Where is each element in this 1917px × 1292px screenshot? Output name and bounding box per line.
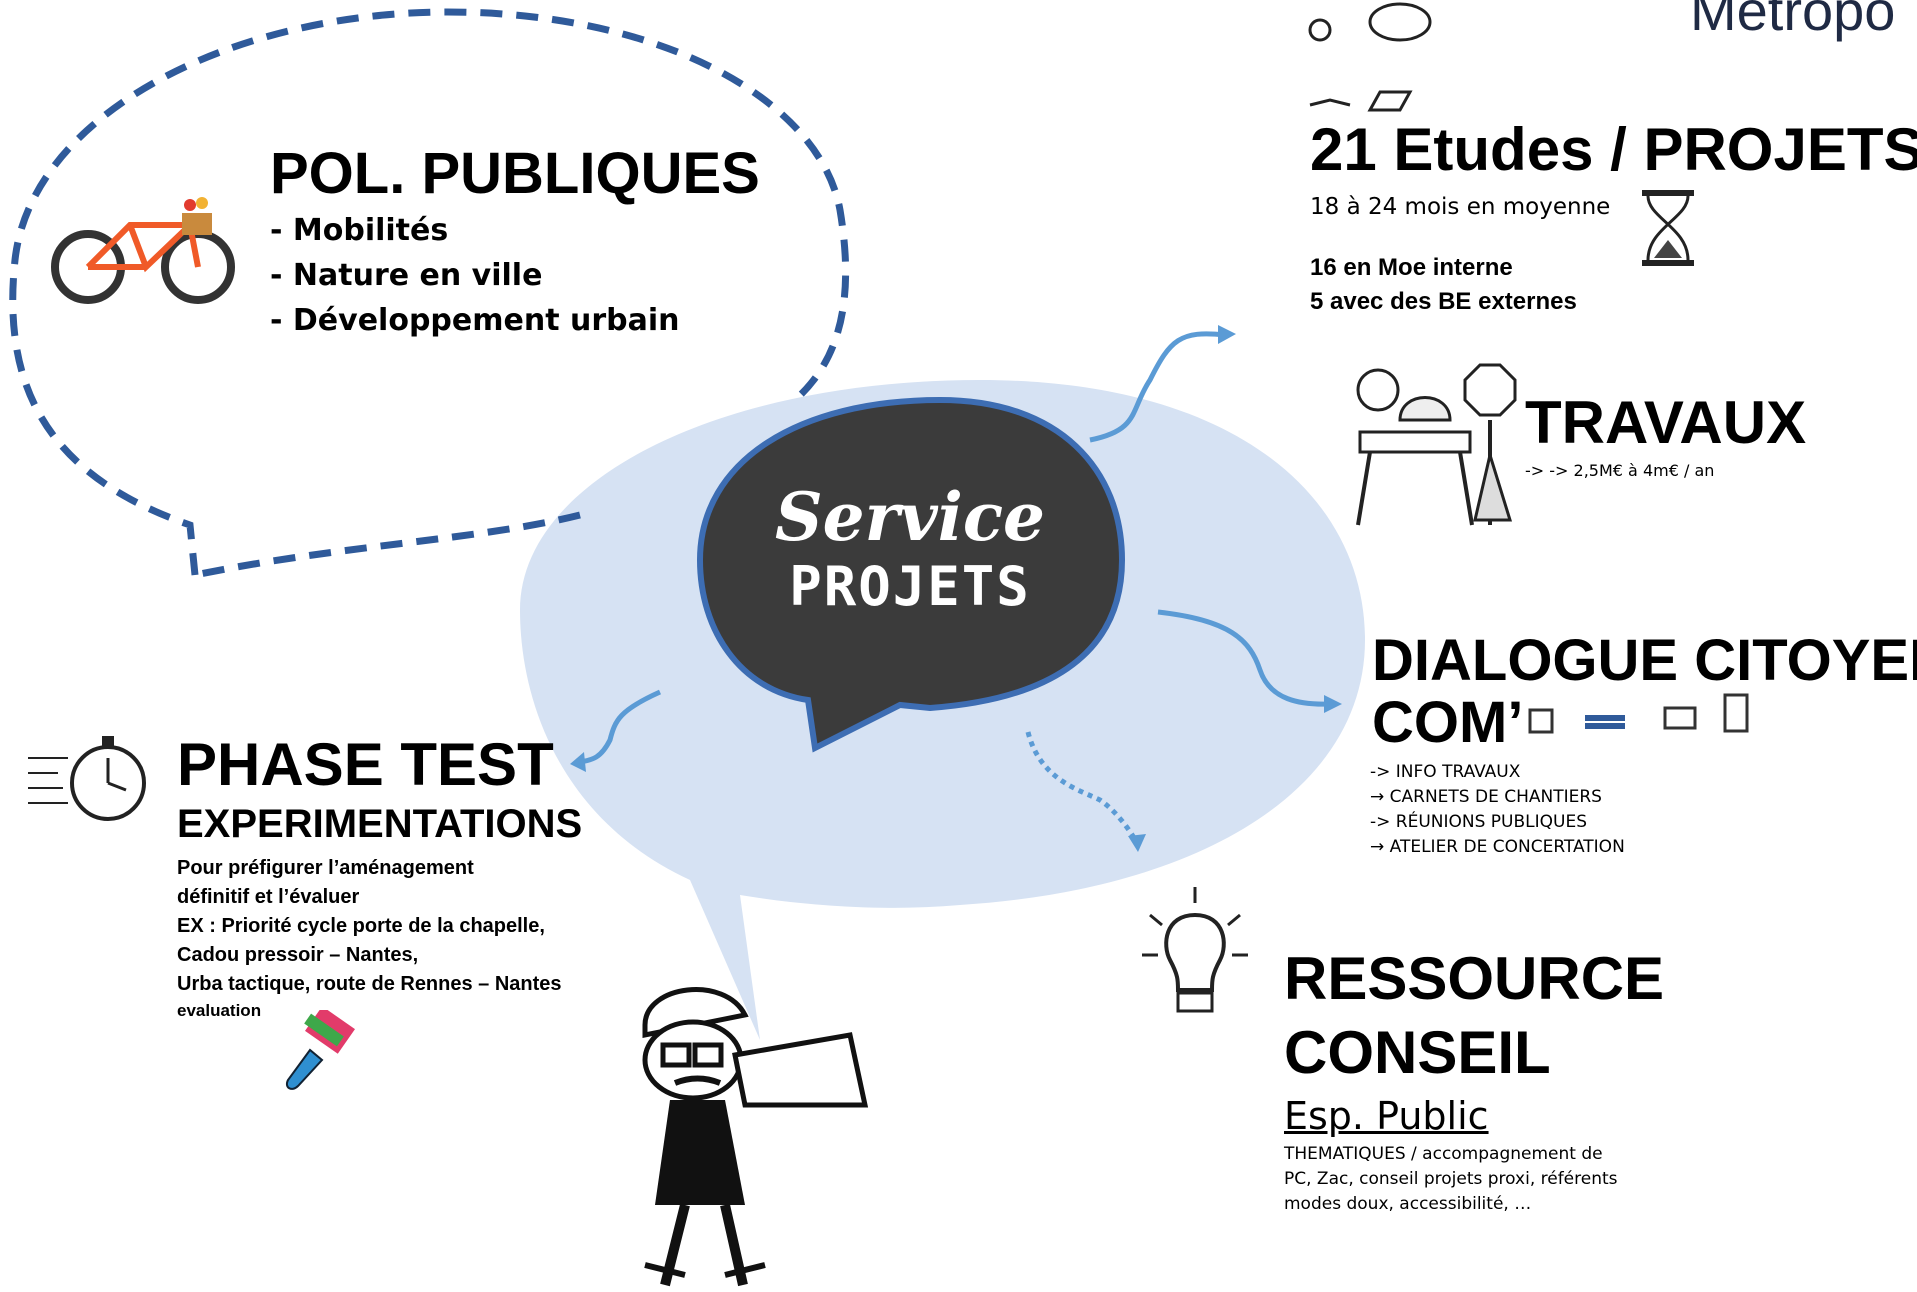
phase-test-line-2: définitif et l’évaluer [177,886,360,908]
metropole-logo-text: Métropo [1690,0,1896,42]
arrowhead-ressource [1128,834,1146,852]
dialogue-item-3: -> RÉUNIONS PUBLIQUES [1370,812,1587,832]
phase-test-subtitle: EXPERIMENTATIONS [177,802,583,846]
travaux-title: TRAVAUX [1525,389,1807,456]
lightbulb-icon [1142,887,1248,1013]
etudes-line-2: 5 avec des BE externes [1310,288,1577,315]
arrow-to-ressource [1025,731,1138,842]
center-title-line1: Service [774,478,1046,556]
pol-publiques-bubble [9,8,850,579]
dialogue-item-4: → ATELIER DE CONCERTATION [1370,837,1625,857]
dialogue-item-1: -> INFO TRAVAUX [1370,762,1521,782]
phase-test-line-6: evaluation [177,1001,262,1020]
ressource-subtitle: Esp. Public [1284,1094,1489,1138]
center-title: Service PROJETS [740,482,1080,622]
roadworks-icon [1356,363,1517,526]
phase-test-line-5: Urba tactique, route de Rennes – Nantes [177,973,562,995]
travaux-subtitle: -> -> 2,5M€ à 4m€ / an [1525,461,1715,480]
dialogue-item-2: → CARNETS DE CHANTIERS [1370,787,1602,807]
arrowhead-phase-test [570,752,586,772]
dialogue-list: -> INFO TRAVAUX → CARNETS DE CHANTIERS -… [1370,760,1625,860]
engineer-illustration [642,987,869,1287]
pol-publiques-item-3: - Développement urbain [270,303,680,338]
hourglass-icon [1642,190,1694,266]
etudes-line-1: 16 en Moe interne [1310,254,1513,281]
travaux-section: TRAVAUX -> -> 2,5M€ à 4m€ / an [1525,388,1806,483]
etudes-subtitle: 18 à 24 mois en moyenne [1310,194,1611,220]
pol-publiques-title: POL. PUBLIQUES [270,141,760,206]
arrow-to-phase-test [579,689,662,765]
phase-test-line-4: Cadou pressoir – Nantes, [177,944,419,966]
ressource-section: RESSOURCE CONSEIL Esp. Public THEMATIQUE… [1284,942,1664,1217]
phase-test-line-1: Pour préfigurer l’aménagement [177,857,474,879]
arrow-heads [570,325,1342,852]
dialogue-section: DIALOGUE CITOYEN COM’ [1372,630,1917,754]
arrow-to-dialogue [1157,609,1331,707]
etudes-section: 21 Etudes / PROJETS 18 à 24 mois en moye… [1310,115,1917,319]
ressource-title-2: CONSEIL [1284,1019,1551,1086]
arrow-to-etudes [1089,331,1226,443]
paintbrush-icon [286,1010,355,1090]
dialogue-title-1: DIALOGUE CITOYEN [1372,628,1917,693]
ressource-line-2: PC, Zac, conseil projets proxi, référent… [1284,1169,1618,1189]
pol-publiques-section: POL. PUBLIQUES - Mobilités - Nature en v… [270,140,760,343]
ressource-line-1: THEMATIQUES / accompagnement de [1284,1144,1603,1164]
pol-publiques-item-1: - Mobilités [270,213,449,248]
etudes-title: 21 Etudes / PROJETS [1310,116,1917,183]
office-supplies-icons [1528,693,1749,734]
arrowhead-etudes [1218,325,1236,344]
phase-test-title: PHASE TEST [177,731,554,798]
pol-publiques-item-2: - Nature en ville [270,258,543,293]
arrows [579,331,1331,842]
phase-test-line-3: EX : Priorité cycle porte de la chapelle… [177,915,545,937]
ressource-title-1: RESSOURCE [1284,945,1665,1012]
money-icons [1308,2,1432,112]
center-title-line2: PROJETS [789,555,1031,618]
arrowhead-dialogue [1324,695,1342,713]
bicycle-icon [51,197,235,304]
dialogue-title-2: COM’ [1372,690,1524,755]
stopwatch-icon [28,736,146,821]
center-bubble-dark [696,396,1126,753]
ressource-line-3: modes doux, accessibilité, … [1284,1194,1532,1214]
phase-test-section: PHASE TEST EXPERIMENTATIONS Pour préfigu… [177,730,582,1023]
